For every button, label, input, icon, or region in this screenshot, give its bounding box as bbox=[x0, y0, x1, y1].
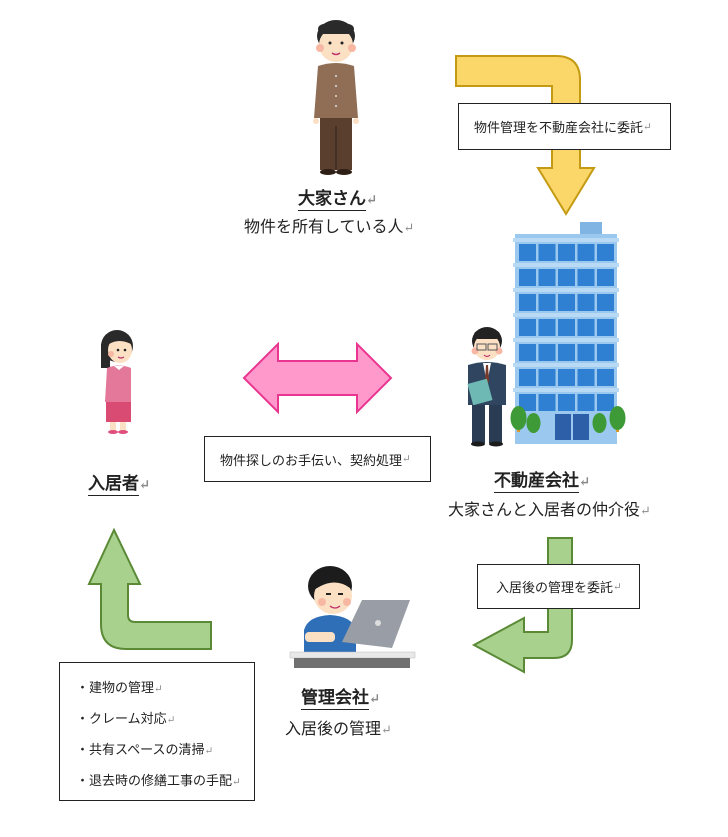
task-item: ・退去時の修繕工事の手配↵ bbox=[76, 774, 241, 789]
building-window bbox=[597, 269, 614, 286]
building-window bbox=[519, 244, 536, 261]
task-item: ・共有スペースの清掃↵ bbox=[76, 743, 214, 758]
building-window bbox=[597, 344, 614, 361]
building-floor-band bbox=[513, 338, 619, 342]
building-floor-band bbox=[513, 363, 619, 367]
building-window bbox=[519, 344, 536, 361]
building-window bbox=[538, 269, 556, 286]
building-window bbox=[558, 344, 575, 361]
building-window bbox=[577, 394, 595, 411]
building-window bbox=[558, 244, 575, 261]
building-window bbox=[558, 394, 575, 411]
owner-title: 大家さん↵ bbox=[298, 189, 378, 211]
building-window bbox=[538, 294, 556, 311]
building-window bbox=[538, 369, 556, 386]
building-window bbox=[519, 294, 536, 311]
management-illustration bbox=[289, 566, 416, 668]
building-floor-band bbox=[513, 313, 619, 317]
building-window bbox=[597, 319, 614, 336]
building-window bbox=[577, 269, 595, 286]
building-window bbox=[577, 244, 595, 261]
building-window bbox=[577, 319, 595, 336]
agent-illustration bbox=[467, 327, 506, 447]
owner-subtitle: 物件を所有している人↵ bbox=[244, 217, 415, 236]
building-window bbox=[538, 344, 556, 361]
relation-label-agency-management: 入居後の管理を委託↵ bbox=[477, 564, 640, 609]
building-window bbox=[558, 294, 575, 311]
building-window bbox=[519, 269, 536, 286]
owner-illustration bbox=[313, 20, 359, 175]
task-item: ・建物の管理↵ bbox=[76, 681, 163, 696]
management-subtitle: 入居後の管理↵ bbox=[285, 719, 392, 738]
building-floor-band bbox=[513, 238, 619, 242]
agency-subtitle: 大家さんと入居者の仲介役↵ bbox=[448, 500, 651, 519]
building-window bbox=[597, 244, 614, 261]
relation-label-owner-agency: 物件管理を不動産会社に委託↵ bbox=[458, 103, 671, 150]
building-window bbox=[538, 244, 556, 261]
building-window bbox=[519, 394, 536, 411]
tenant-illustration bbox=[101, 330, 133, 434]
relation-label-agency-tenant: 物件探しのお手伝い、契約処理↵ bbox=[204, 436, 431, 482]
building-window bbox=[577, 369, 595, 386]
management-title: 管理会社↵ bbox=[301, 688, 381, 710]
management-task-list: ・建物の管理↵ ・クレーム対応↵ ・共有スペースの清掃↵ ・退去時の修繕工事の手… bbox=[59, 662, 255, 801]
building-window bbox=[519, 369, 536, 386]
building-window bbox=[519, 319, 536, 336]
building-window bbox=[538, 319, 556, 336]
building-window bbox=[538, 394, 556, 411]
building-window bbox=[558, 319, 575, 336]
building-window bbox=[597, 394, 614, 411]
building-illustration bbox=[510, 222, 626, 444]
building-window bbox=[597, 294, 614, 311]
tenant-title: 入居者↵ bbox=[88, 474, 151, 496]
agency-title: 不動産会社↵ bbox=[494, 471, 591, 493]
building-window bbox=[577, 344, 595, 361]
building-floor-band bbox=[513, 388, 619, 392]
building-floor-band bbox=[513, 263, 619, 267]
building-window bbox=[558, 269, 575, 286]
task-item: ・クレーム対応↵ bbox=[76, 712, 176, 727]
building-window bbox=[577, 294, 595, 311]
building-floor-band bbox=[513, 288, 619, 292]
building-window bbox=[597, 369, 614, 386]
building-window bbox=[558, 369, 575, 386]
